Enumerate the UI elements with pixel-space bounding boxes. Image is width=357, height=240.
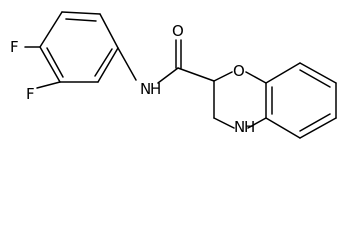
carbonyl-double-bond (175, 39, 182, 69)
bond-carbonyl-c2 (177, 67, 215, 82)
oxazine-ring (213, 71, 267, 129)
atom-amide-n: N (140, 80, 151, 98)
atom-ring-o: O (233, 62, 245, 80)
atom-ring-h: H (244, 118, 255, 136)
difluorophenyl-ring (39, 11, 119, 83)
atom-f-top: F (10, 38, 19, 56)
atom-carbonyl-o: O (172, 22, 184, 40)
atom-f-left: F (26, 85, 35, 103)
atom-ring-n: N (234, 118, 245, 136)
atom-amide-h: H (150, 80, 161, 98)
bond-aryl-n (117, 47, 137, 81)
bond-n-carbonyl (157, 67, 179, 84)
benzo-ring (265, 62, 337, 139)
molecule-diagram: F F N H O O N H (10, 11, 337, 139)
structure-canvas: F F N H O O N H (10, 11, 337, 139)
bond-c-f-left (36, 81, 61, 89)
